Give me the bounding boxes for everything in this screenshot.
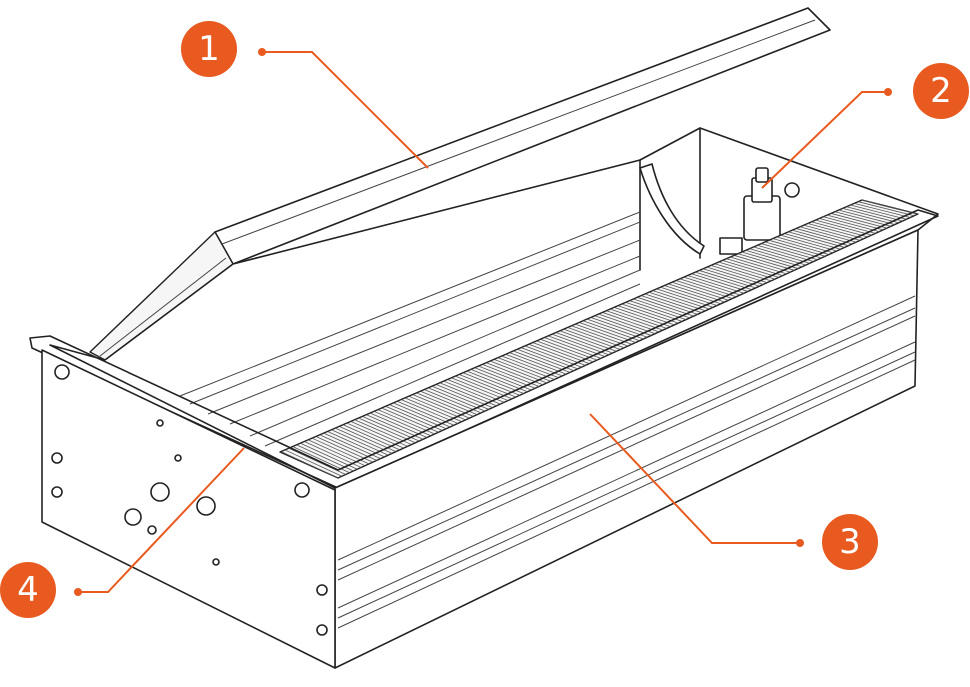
leader-line-3: [589, 413, 800, 544]
leader-dot-2: [884, 88, 892, 96]
grille-fins: [281, 199, 919, 479]
end-face: [41, 349, 336, 669]
callout-badge-3: 3: [822, 514, 878, 570]
callout-badge-2: 2: [913, 63, 969, 119]
valve-fitting: [719, 167, 800, 255]
leader-line-4: [78, 447, 245, 593]
grille: [279, 199, 919, 479]
leader-line-2: [761, 91, 888, 189]
callout-label-2: 2: [930, 71, 952, 111]
curved-bracket: [639, 163, 705, 255]
callout-badge-1: 1: [181, 21, 237, 77]
lid: [89, 7, 831, 361]
leader-dot-4: [74, 588, 82, 596]
front-face: [334, 229, 919, 669]
callout-label-3: 3: [839, 522, 861, 562]
leader-lines: [74, 48, 892, 596]
callout-label-1: 1: [198, 29, 220, 69]
leader-dot-3: [796, 539, 804, 547]
callout-badge-4: 4: [0, 562, 56, 618]
callout-label-4: 4: [17, 570, 39, 610]
inner-body: [49, 127, 939, 489]
leader-line-1: [262, 51, 429, 169]
leader-dot-1: [258, 48, 266, 56]
